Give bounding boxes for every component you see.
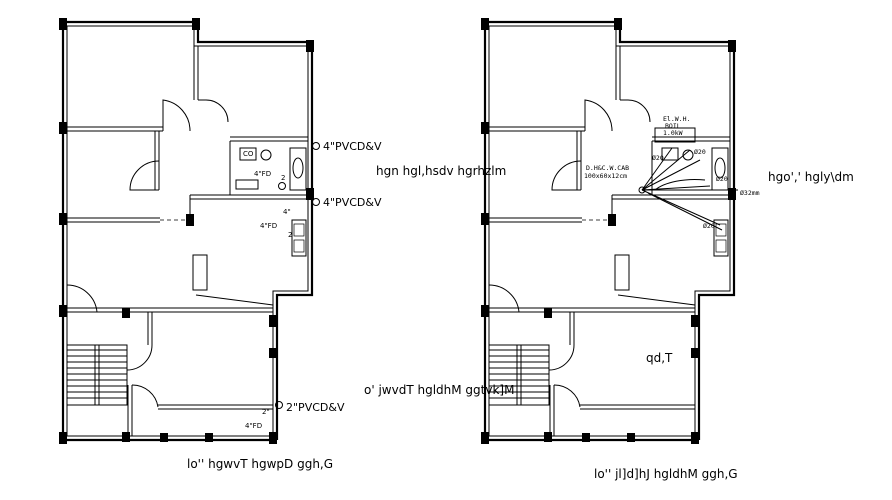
- pipe-dia-4: Ø20: [703, 222, 715, 230]
- fixture-tag-2a: 2: [281, 174, 285, 182]
- kitchen-sink: [291, 219, 307, 257]
- wc-pan: [661, 147, 679, 161]
- pipe-label-2: 4"PVCD&V: [323, 196, 382, 209]
- left-staircase: [66, 344, 128, 406]
- pipe-label-1: 4"PVCD&V: [323, 140, 382, 153]
- left-doors: [66, 99, 229, 408]
- left-columns: [59, 18, 314, 444]
- room-label: qd,T: [646, 351, 673, 365]
- wc-pan: [239, 147, 257, 161]
- geyser-label-1: El.W.H.: [663, 115, 690, 123]
- right-plan-caption: lo'' jl]d]hJ hgldhM ggh,G: [594, 467, 738, 481]
- pipe-size-label-1: 4": [283, 208, 291, 216]
- stack-pipe-3: [275, 401, 283, 409]
- pipe-dia-2: Ø20: [694, 148, 706, 156]
- fixture-tag-co: CO: [243, 150, 254, 158]
- cabinet-label-1: D.H&C.W.CAB: [586, 164, 629, 172]
- left-inner-walls: [67, 46, 308, 436]
- floor-drain: [278, 182, 286, 190]
- left-plan: CO 2 2 4"FD 4"FD 4"FD 4" 2" 4"PVCD&V 4"P…: [59, 18, 382, 471]
- annotation-middle-top: hgn hgl,hsdv hgrhzlm: [376, 164, 506, 178]
- washbasin: [260, 149, 272, 161]
- bathtub: [289, 147, 307, 191]
- right-columns: [481, 18, 736, 444]
- floor-drain-label-2: 4"FD: [260, 222, 277, 230]
- left-outer-walls: [61, 20, 314, 442]
- floor-drain-label-3: 4"FD: [245, 422, 262, 430]
- main-pipe-label: Ø32mm: [740, 189, 760, 197]
- stack-pipe-1: [312, 142, 320, 150]
- right-plan: El.W.H. BOIL 1.0kW D.H&C.W.CAB 100x60x12…: [481, 18, 760, 481]
- floor-drain-label-1: 4"FD: [254, 170, 271, 178]
- annotation-right-top: hgo',' hgly\dm: [768, 170, 854, 184]
- annotation-middle-bottom: o' jwvdT hgldhM ggtvk]M: [364, 383, 514, 397]
- bathtub: [711, 147, 729, 191]
- right-outer-walls: [483, 20, 736, 442]
- geyser-label-2: BOIL: [665, 122, 681, 130]
- right-inner-walls: [489, 46, 730, 436]
- left-bathroom-fixtures: [235, 142, 320, 409]
- geyser-tank: [654, 127, 696, 143]
- geyser-label-3: 1.0kW: [663, 129, 683, 137]
- right-bathroom-fixtures: [654, 127, 729, 257]
- washbasin: [682, 149, 694, 161]
- stack-pipe-2: [312, 198, 320, 206]
- pipe-dia-1: Ø20: [652, 154, 664, 162]
- right-staircase: [488, 344, 550, 406]
- fixture-tag-2b: 2: [288, 231, 292, 239]
- left-plan-caption: lo'' hgwvT hgwpD ggh,G: [187, 457, 333, 471]
- pipe-dia-3: Ø20: [716, 175, 728, 183]
- counter: [235, 179, 259, 190]
- cabinet-label-2: 100x60x12cm: [584, 172, 627, 180]
- right-doors: [488, 99, 651, 408]
- water-supply-lines: [638, 147, 738, 231]
- pipe-size-label-2: 2": [262, 408, 270, 416]
- pipe-label-3: 2"PVCD&V: [286, 401, 345, 414]
- kitchen-sink: [713, 219, 729, 257]
